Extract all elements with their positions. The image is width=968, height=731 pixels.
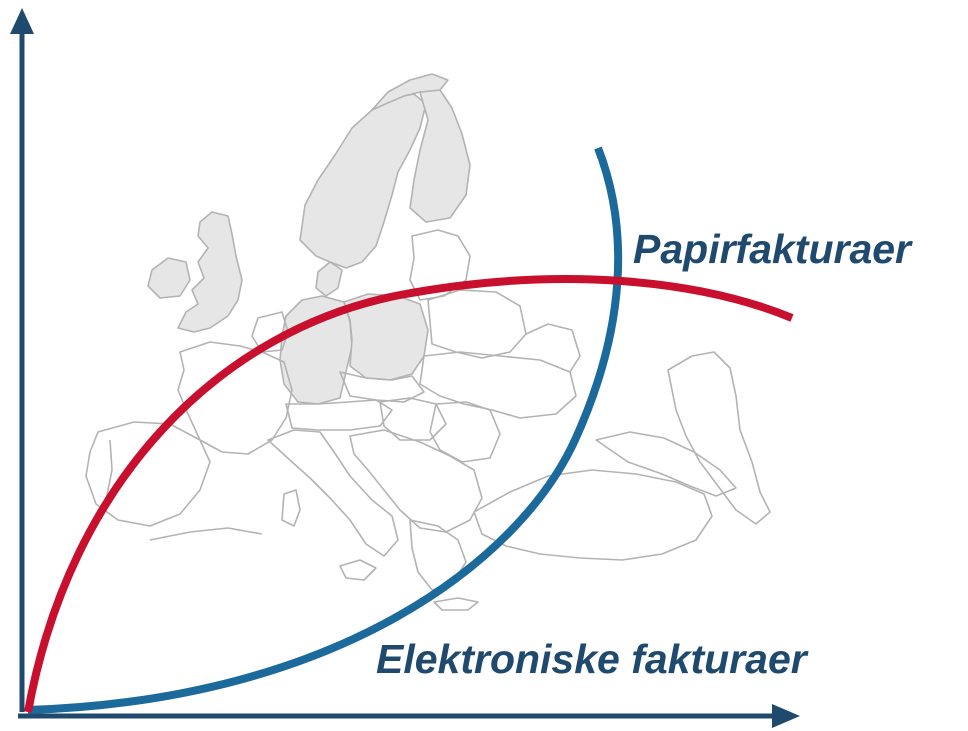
map-sardinia	[281, 489, 301, 527]
map-north-africa-coast	[149, 527, 263, 541]
paper-invoices-label: Papirfakturaer	[633, 226, 912, 272]
map-czech-slovakia	[339, 371, 425, 403]
map-crete	[433, 597, 479, 611]
x-axis-arrow-icon	[772, 704, 800, 728]
paper-invoices-curve	[24, 275, 794, 713]
europe-map-background	[85, 73, 771, 611]
map-denmark	[315, 261, 343, 297]
map-portugal-line	[105, 439, 113, 501]
map-romania	[429, 401, 501, 463]
map-france	[177, 341, 293, 455]
electronic-invoices-label: Elektroniske fakturaer	[376, 636, 807, 682]
map-finland	[409, 89, 471, 223]
map-caucasus	[595, 431, 737, 497]
map-sicily	[339, 559, 377, 581]
map-turkey	[473, 469, 713, 561]
map-scandinavia	[299, 93, 427, 269]
map-caspian	[667, 351, 771, 525]
map-ukraine	[419, 351, 577, 419]
map-belarus-russia	[427, 289, 527, 359]
y-axis-arrow-icon	[10, 8, 34, 34]
axes	[10, 8, 800, 728]
map-uk	[177, 211, 243, 333]
map-germany	[279, 295, 353, 405]
map-east-europe-edge	[525, 323, 581, 373]
map-italy	[267, 429, 399, 557]
map-norway-north	[371, 73, 449, 111]
map-balkans	[349, 429, 483, 533]
map-switzerland-austria	[285, 399, 393, 431]
electronic-invoices-curve	[27, 146, 623, 714]
map-benelux	[251, 311, 289, 353]
map-hungary	[379, 397, 447, 441]
map-ireland	[147, 257, 191, 299]
